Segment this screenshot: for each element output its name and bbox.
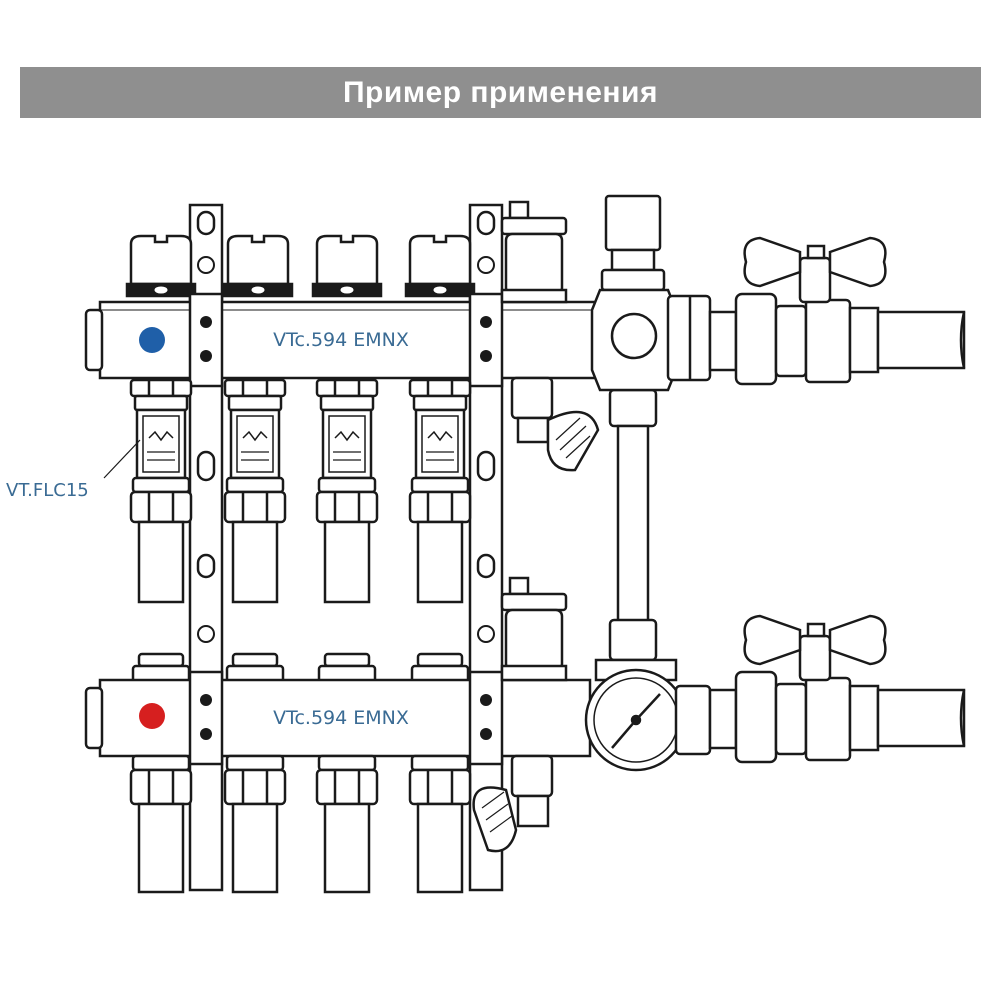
- supply-air-vent: [500, 200, 568, 304]
- return-indicator-dot: [139, 703, 165, 729]
- flowmeters: [129, 378, 472, 604]
- vertical-connector-pipe: [608, 388, 658, 662]
- return-top-nuts: [131, 652, 470, 684]
- supply-drain-valve: [510, 376, 600, 472]
- page-title: Пример применения: [342, 76, 658, 109]
- supply-ball-valve: [708, 236, 966, 386]
- supply-mixing-valve: [590, 194, 712, 392]
- gauge: [584, 658, 688, 772]
- supply-manifold: VTc.594 EMNX: [84, 234, 602, 388]
- header-bar: Пример применения: [20, 67, 981, 118]
- return-branches: [129, 754, 472, 894]
- flowmeter-label: VT.FLC15: [6, 480, 89, 501]
- return-drain-valve: [472, 754, 554, 853]
- return-manifold: VTc.594 EMNX: [84, 625, 592, 766]
- return-ball-valve: [674, 614, 966, 764]
- supply-manifold-label: VTc.594 EMNX: [273, 329, 409, 351]
- supply-indicator-dot: [139, 327, 165, 353]
- return-manifold-label: VTc.594 EMNX: [273, 707, 409, 729]
- supply-caps: [125, 234, 476, 298]
- return-air-vent: [500, 576, 568, 682]
